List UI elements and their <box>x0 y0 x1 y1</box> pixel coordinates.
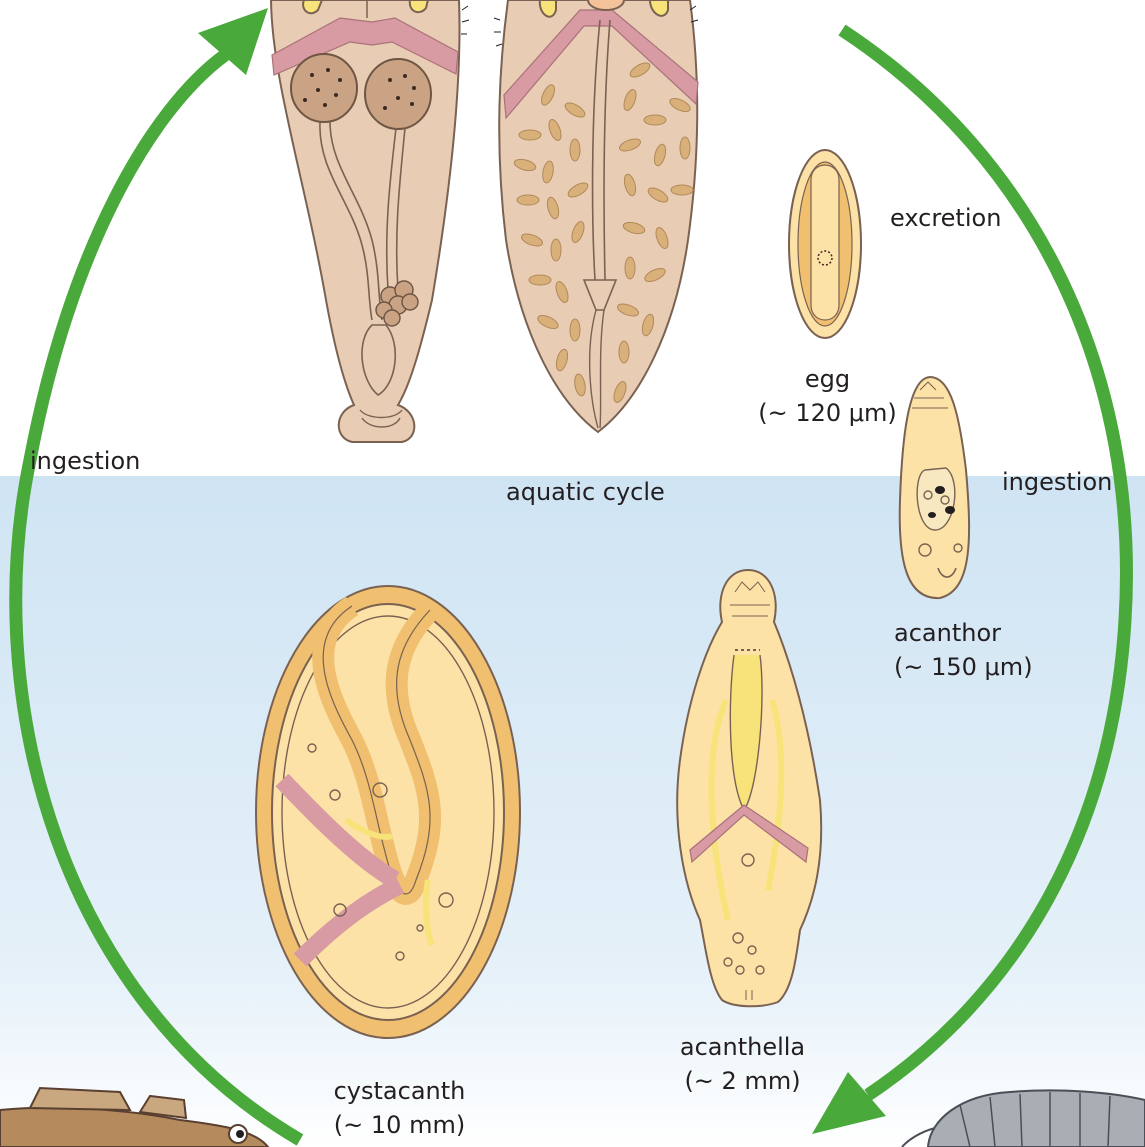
adult-female-worm-illustration <box>499 0 698 432</box>
acanthor-size: (~ 150 μm) <box>894 650 1033 684</box>
cystacanth-illustration <box>256 586 520 1038</box>
egg-illustration <box>789 150 861 338</box>
excretion-label: excretion <box>890 201 1001 235</box>
water-region <box>0 476 1145 1147</box>
ingestion-label-left: ingestion <box>30 444 140 478</box>
acanthor-name: acanthor <box>894 616 1033 650</box>
acanthella-size: (~ 2 mm) <box>670 1064 815 1098</box>
egg-size: (~ 120 μm) <box>755 396 900 430</box>
cystacanth-size: (~ 10 mm) <box>322 1108 477 1142</box>
cystacanth-caption: cystacanth (~ 10 mm) <box>322 1074 477 1142</box>
acanthella-name: acanthella <box>670 1030 815 1064</box>
ingestion-label-right: ingestion <box>1002 465 1112 499</box>
aquatic-cycle-label: aquatic cycle <box>506 475 665 509</box>
egg-caption: egg (~ 120 μm) <box>755 362 900 430</box>
cystacanth-name: cystacanth <box>322 1074 477 1108</box>
acanthor-caption: acanthor (~ 150 μm) <box>894 616 1033 684</box>
acanthor-illustration <box>900 377 969 598</box>
egg-name: egg <box>755 362 900 396</box>
adult-male-worm-illustration <box>271 0 460 442</box>
acanthella-caption: acanthella (~ 2 mm) <box>670 1030 815 1098</box>
